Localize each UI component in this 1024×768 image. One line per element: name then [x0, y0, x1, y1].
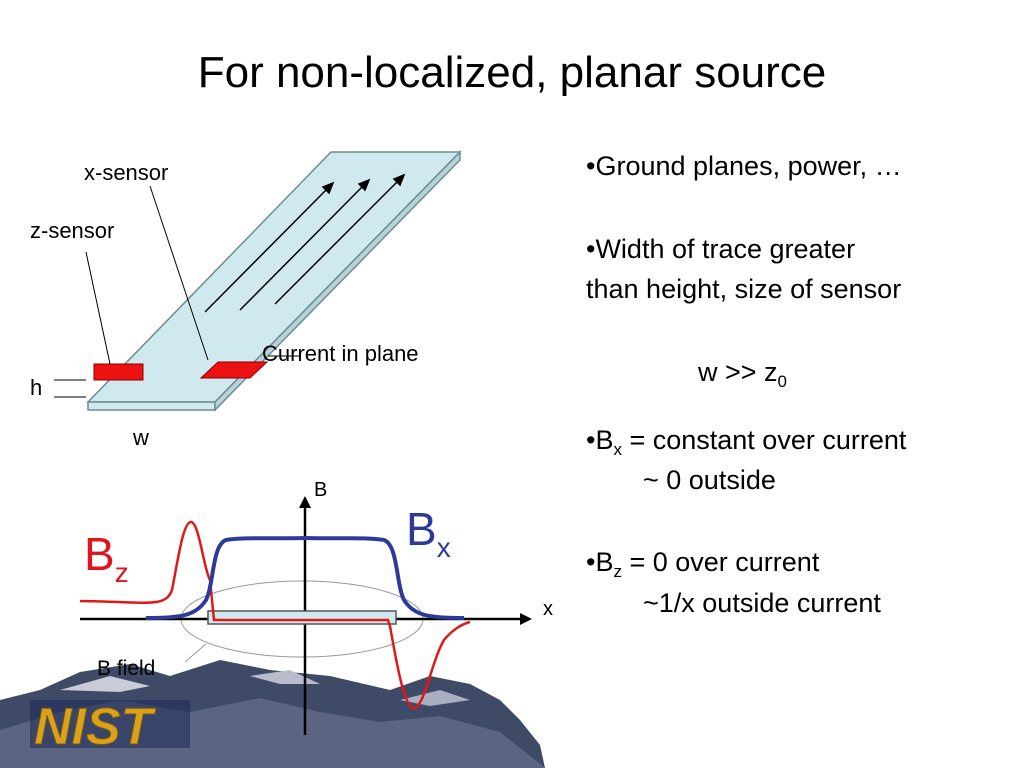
- bullet-bz-post: = 0 over current: [621, 547, 820, 577]
- bullet-width-line2: than height, size of sensor: [586, 274, 902, 304]
- nist-logo: NIST: [30, 698, 190, 757]
- trace-cross-section: [207, 610, 397, 625]
- nist-logo-text: NIST: [34, 698, 157, 756]
- bullet-bx-sub: x: [613, 440, 622, 459]
- bullet-width-line1: •Width of trace greater: [586, 234, 856, 264]
- current-label: Current in plane: [262, 341, 419, 366]
- leader-lines: [54, 185, 300, 398]
- field-plot: [79, 496, 532, 735]
- x-axis-label: x: [543, 598, 553, 620]
- h-label: h: [30, 375, 43, 400]
- bullet-bx-post: = constant over current: [621, 425, 907, 455]
- z-sensor-label: z-sensor: [30, 218, 115, 243]
- bullet-ground-planes: •Ground planes, power, …: [586, 151, 902, 181]
- bz-label-sub: z: [114, 557, 129, 588]
- page-title: For non-localized, planar source: [197, 48, 827, 97]
- bullet-bz-pre: •B: [586, 547, 614, 577]
- x-sensor-label: x-sensor: [84, 160, 169, 185]
- b-field-label: B field: [97, 657, 156, 680]
- bullet-bx-pre: •B: [586, 425, 614, 455]
- bx-label-sub: x: [436, 532, 451, 563]
- equation-main: w >> z: [698, 357, 778, 387]
- bullet-bz-sub: z: [613, 562, 622, 581]
- bz-curve-label: Bz: [84, 527, 129, 589]
- w-label: w: [133, 425, 149, 450]
- bz-label-main: B: [84, 528, 115, 580]
- bullet-bx: •Bx = constant over current: [586, 420, 906, 470]
- z-sensor-rect: [93, 363, 144, 381]
- equation-w-z0: w >> z0: [698, 352, 787, 402]
- bullet-bx-line2: ~ 0 outside: [643, 465, 776, 495]
- current-arrows: [204, 173, 406, 313]
- bx-label-main: B: [406, 503, 437, 555]
- bullet-bz: •Bz = 0 over current: [586, 542, 819, 592]
- trace-board: [86, 150, 462, 412]
- b-axis-label: B: [314, 479, 328, 501]
- bx-curve-label: Bx: [406, 502, 451, 564]
- bz-curve: [79, 520, 471, 710]
- bullet-bz-line2: ~1/x outside current: [643, 588, 881, 618]
- equation-sub: 0: [777, 372, 788, 391]
- x-sensor-rect: [199, 361, 269, 379]
- bx-curve: [145, 535, 465, 620]
